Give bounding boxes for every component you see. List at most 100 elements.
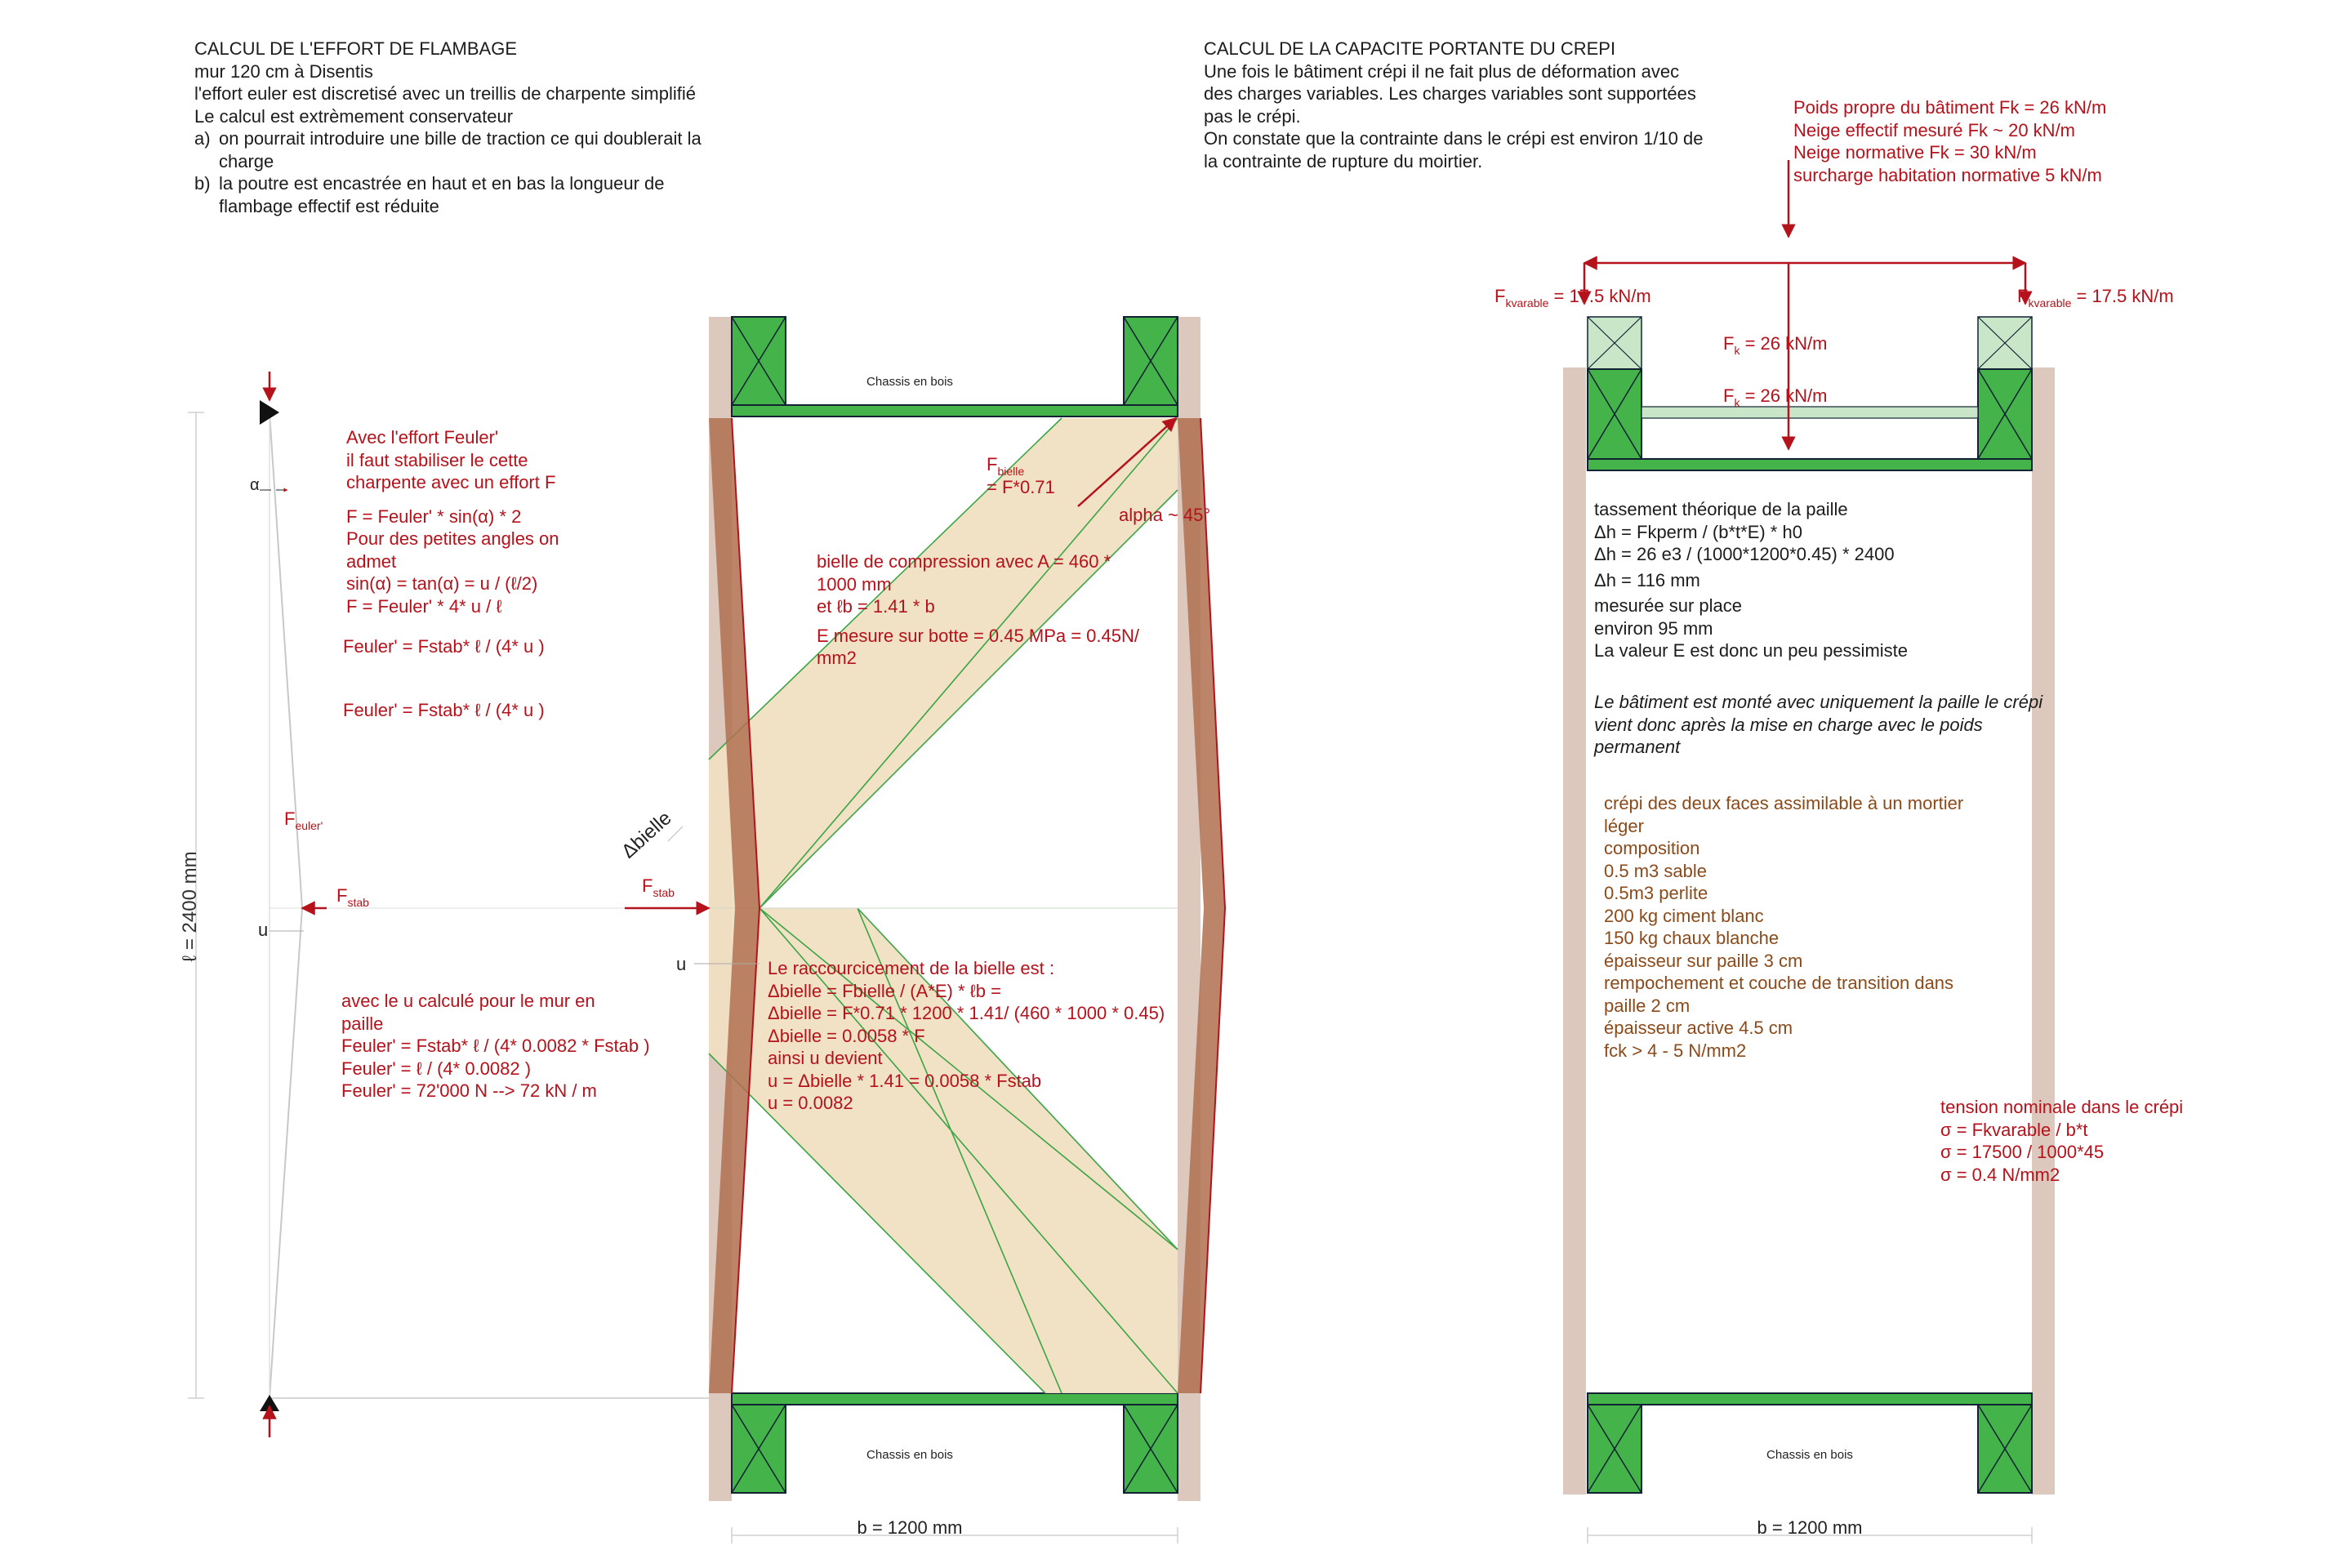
note-line: vient donc après la mise en charge avec …	[1594, 714, 1983, 735]
right-intro: CALCUL DE LA CAPACITE PORTANTE DU CREPI …	[1204, 38, 1704, 172]
tass-line: environ 95 mm	[1594, 617, 1713, 639]
crepi-line: fck > 4 - 5 N/mm2	[1604, 1040, 1747, 1061]
u-line: avec le u calculé pour le mur en	[341, 991, 595, 1011]
right-line: pas le crépi.	[1204, 105, 1301, 127]
stab-line: sin(α) = tan(α) = u / (ℓ/2)	[346, 573, 538, 594]
left-line: mur 120 cm à Disentis	[194, 60, 373, 82]
stab-line: il faut stabiliser le cette	[346, 449, 528, 470]
list-text: on pourrait introduire une bille de trac…	[219, 128, 702, 172]
tass-line: La valeur E est donc un peu pessimiste	[1594, 640, 1909, 661]
stabilise-block: Avec l'effort Feuler' il faut stabiliser…	[343, 426, 559, 721]
tassement-block: tassement théorique de la paille Δh = Fk…	[1594, 498, 1908, 662]
f-bielle-label: Fbielle	[987, 454, 1024, 478]
crepi-composition: crépi des deux faces assimilable à un mo…	[1604, 792, 1963, 1062]
note-line: permanent	[1594, 737, 1681, 757]
crepi-line: épaisseur active 4.5 cm	[1604, 1018, 1793, 1038]
crepi-line: rempochement et couche de transition dan…	[1604, 973, 1954, 993]
chassis-label-right: Chassis en bois	[1766, 1448, 1853, 1462]
bielle-block: bielle de compression avec A = 460 * 100…	[817, 550, 1139, 670]
bielle-line: bielle de compression avec A = 460 *	[817, 551, 1111, 572]
tension-line: σ = Fkvarable / b*t	[1940, 1119, 2088, 1140]
left-intro: CALCUL DE L'EFFORT DE FLAMBAGE mur 120 c…	[194, 38, 782, 217]
fk-label-1: Fk = 26 kN/m	[1723, 333, 1827, 357]
b-dimension-label: b = 1200 mm	[857, 1517, 962, 1538]
ell-dimension-label: ℓ = 2400 mm	[179, 851, 201, 961]
euler-stick-model: ℓ = 2400 mm α u Feuler' Fstab	[179, 372, 719, 1437]
strut-upper	[709, 418, 1178, 908]
right-line: On constate que la contrainte dans le cr…	[1204, 128, 1704, 149]
racc-line: u = 0.0082	[768, 1093, 853, 1113]
stab-line: charpente avec un effort F	[346, 472, 556, 492]
chassis-bottom	[731, 1392, 1178, 1494]
load-line: Poids propre du bâtiment Fk = 26 kN/m	[1793, 97, 2107, 118]
stab-line: Avec l'effort Feuler'	[346, 427, 499, 448]
tension-line: tension nominale dans le crépi	[1940, 1097, 2184, 1117]
u-label-mid: u	[676, 954, 686, 974]
f-euler-label: Feuler'	[284, 808, 323, 832]
racc-line: Δbielle = Fbielle / (A*E) * ℓb =	[768, 980, 1001, 1001]
tass-line: Δh = 26 e3 / (1000*1200*0.45) * 2400	[1594, 544, 1895, 564]
list-marker: b)	[194, 173, 211, 194]
stab-line: F = Feuler' * sin(α) * 2	[346, 506, 522, 527]
f-stab-label-mid: Fstab	[642, 875, 675, 899]
note-italic: Le bâtiment est monté avec uniquement la…	[1594, 691, 2042, 759]
bielle-line: mm2	[817, 648, 857, 668]
b-dimension-label-right: b = 1200 mm	[1757, 1517, 1862, 1538]
chassis-label-top: Chassis en bois	[866, 375, 953, 389]
stab-line: F = Feuler' * 4* u / ℓ	[346, 595, 502, 617]
crepi-line: épaisseur sur paille 3 cm	[1604, 950, 1803, 971]
racc-line: Le raccourcicement de la bielle est :	[768, 958, 1054, 978]
tension-block: tension nominale dans le crépi σ = Fkvar…	[1940, 1096, 2183, 1186]
tass-line: tassement théorique de la paille	[1594, 499, 1848, 519]
stab-line: Pour des petites angles on	[346, 528, 559, 549]
chassis-top	[731, 316, 1178, 417]
wall-elevation-right: Chassis en bois b = 1200 mm Fkvarable = …	[1494, 160, 2174, 1544]
racc-line: ainsi u devient	[768, 1048, 883, 1068]
crepi-line: 0.5m3 perlite	[1604, 883, 1708, 903]
load-line: Neige normative Fk = 30 kN/m	[1793, 142, 2037, 163]
left-title: CALCUL DE L'EFFORT DE FLAMBAGE	[194, 38, 518, 59]
f-kvarable-left: Fkvarable = 17.5 kN/m	[1494, 286, 1651, 310]
u-result-block: avec le u calculé pour le mur en paille …	[341, 990, 650, 1102]
strut-lower	[709, 908, 1178, 1393]
tension-line: σ = 0.4 N/mm2	[1940, 1164, 2060, 1185]
deformed-right-face	[1178, 418, 1225, 1393]
crepi-line: paille 2 cm	[1604, 995, 1690, 1016]
stab-line: admet	[346, 550, 397, 572]
stab-line: Feuler' = Fstab* ℓ / (4* u )	[343, 636, 545, 657]
crepi-line: 0.5 m3 sable	[1604, 860, 1707, 881]
u-line: paille	[341, 1013, 384, 1034]
load-line: Neige effectif mesuré Fk ~ 20 kN/m	[1793, 119, 2076, 140]
right-line: des charges variables. Les charges varia…	[1204, 83, 1696, 104]
alpha-45-label: alpha ~ 45°	[1119, 505, 1210, 525]
stab-line	[346, 617, 559, 635]
tass-line: Δh = 116 mm	[1594, 569, 1700, 590]
racc-line: u = Δbielle * 1.41 = 0.0058 * Fstab	[768, 1070, 1042, 1091]
f-kvarable-right: Fkvarable = 17.5 kN/m	[2017, 286, 2174, 310]
raccourcissement-block: Le raccourcicement de la bielle est : Δb…	[768, 957, 1165, 1115]
loads-list: Poids propre du bâtiment Fk = 26 kN/m Ne…	[1793, 96, 2106, 186]
crepi-line: 150 kg chaux blanche	[1604, 928, 1780, 948]
left-line: l'effort euler est discretisé avec un tr…	[194, 83, 696, 104]
u-line: Feuler' = ℓ / (4* 0.0082 )	[341, 1058, 532, 1079]
deformed-left-face	[709, 418, 760, 1393]
f-bielle-eq: = F*0.71	[987, 477, 1055, 497]
crepi-line: composition	[1604, 838, 1700, 858]
list-marker: a)	[194, 128, 211, 149]
list-text: la poutre est encastrée en haut et en ba…	[219, 173, 665, 216]
racc-line: Δbielle = 0.0058 * F	[768, 1025, 925, 1046]
bielle-line: et ℓb = 1.41 * b	[817, 596, 935, 617]
bielle-line: 1000 mm	[817, 573, 892, 595]
note-line: Le bâtiment est monté avec uniquement la…	[1594, 692, 2043, 712]
tass-line: Δh = Fkperm / (b*t*E) * h0	[1594, 521, 1802, 542]
left-list: a) on pourrait introduire une bille de t…	[194, 127, 782, 217]
u-label-left: u	[258, 920, 268, 940]
f-stab-label-left: Fstab	[336, 885, 369, 909]
tass-line: mesurée sur place	[1594, 595, 1742, 616]
delta-bielle-label: Δbielle	[617, 807, 676, 862]
crepi-line: crépi des deux faces assimilable à un mo…	[1604, 793, 1964, 813]
stab-line: Feuler' = Fstab* ℓ / (4* u )	[343, 699, 545, 720]
right-line: la contrainte de rupture du moirtier.	[1204, 150, 1483, 172]
stab-line	[346, 658, 559, 699]
